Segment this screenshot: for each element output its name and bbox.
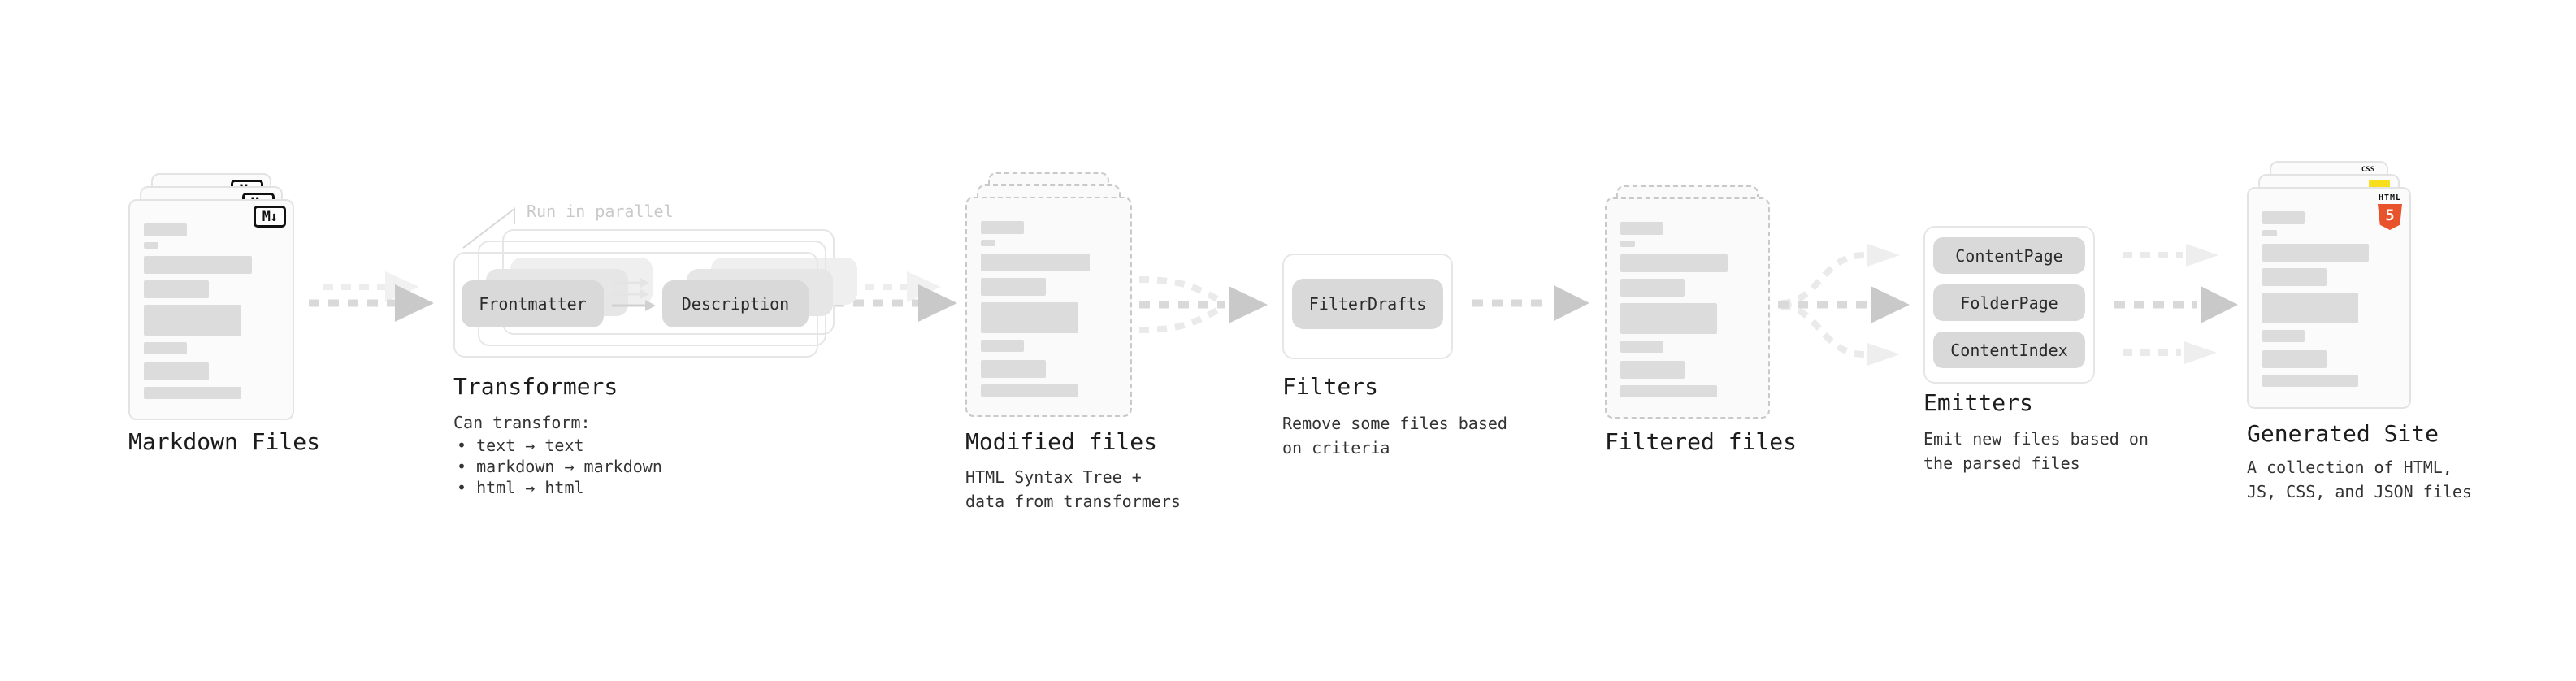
html5-logo-icon: HTML 5 xyxy=(2378,194,2402,230)
placeholder-bar xyxy=(1620,254,1728,272)
stage-label-emitters: Emitters xyxy=(1923,389,2033,416)
text-placeholder-bars xyxy=(1620,222,1754,397)
transformers-description: Can transform: xyxy=(453,413,591,432)
placeholder-bar xyxy=(144,342,188,354)
html5-logo-word: HTML xyxy=(2378,193,2402,202)
filters-description: Remove some files based on criteria xyxy=(1282,414,1507,458)
markdown-file-card-front: M↓ xyxy=(128,199,294,420)
description-pill: Description xyxy=(662,280,809,327)
bullet-item: • text → text xyxy=(457,436,584,455)
placeholder-bar xyxy=(144,223,188,236)
placeholder-bar xyxy=(2262,230,2278,236)
placeholder-bar xyxy=(2262,293,2359,323)
placeholder-bar xyxy=(144,242,159,249)
placeholder-bar xyxy=(981,302,1079,333)
placeholder-bar xyxy=(144,256,252,274)
placeholder-bar xyxy=(981,278,1047,296)
parallel-arrows-frontmatter-to-description xyxy=(612,278,656,311)
text-placeholder-bars xyxy=(144,223,279,399)
placeholder-bar xyxy=(981,340,1025,352)
arrow-filtered-to-emitters-diverging xyxy=(1778,244,1910,366)
placeholder-bar xyxy=(1620,385,1717,397)
contentindex-pill: ContentIndex xyxy=(1933,332,2085,368)
placeholder-bar xyxy=(144,387,241,399)
arrow-modified-to-filters-converging xyxy=(1138,276,1268,333)
placeholder-bar xyxy=(981,384,1079,397)
markdown-icon: M↓ xyxy=(254,206,286,228)
placeholder-bar xyxy=(2262,375,2359,387)
placeholder-bar xyxy=(1620,241,1636,247)
arrows-emitters-to-generated xyxy=(2114,244,2238,364)
placeholder-bar xyxy=(2262,350,2327,368)
generated-file-card-html: HTML 5 xyxy=(2247,187,2411,409)
placeholder-bar xyxy=(144,280,209,298)
contentpage-pill: ContentPage xyxy=(1933,237,2085,274)
bullet-item: • html → html xyxy=(457,478,584,497)
placeholder-bar xyxy=(144,362,209,380)
modified-files-description: HTML Syntax Tree + data from transformer… xyxy=(965,467,1181,511)
placeholder-bar xyxy=(2262,244,2370,262)
placeholder-bar xyxy=(1620,279,1685,297)
arrow-filters-to-filtered xyxy=(1472,285,1589,321)
arrow-transformers-to-modified xyxy=(834,271,957,322)
placeholder-bar xyxy=(2262,211,2305,224)
placeholder-bar xyxy=(1620,340,1663,353)
modified-file-card-front xyxy=(965,197,1132,417)
run-in-parallel-annotation: Run in parallel xyxy=(527,202,674,221)
placeholder-bar xyxy=(981,221,1025,234)
placeholder-bar xyxy=(1620,222,1663,235)
filterdrafts-pill: FilterDrafts xyxy=(1292,279,1443,329)
filtered-file-card-front xyxy=(1605,197,1770,419)
text-placeholder-bars xyxy=(981,221,1117,397)
bullet-item: • markdown → markdown xyxy=(457,457,662,476)
arrow-markdown-to-transformers xyxy=(309,271,434,322)
run-in-parallel-leader-line xyxy=(462,206,515,249)
css-icon-label: CSS xyxy=(2361,166,2375,174)
stage-label-markdown-files: Markdown Files xyxy=(128,428,321,455)
generated-site-description: A collection of HTML, JS, CSS, and JSON … xyxy=(2247,458,2472,501)
stage-label-generated-site: Generated Site xyxy=(2247,420,2439,447)
emitters-description: Emit new files based on the parsed files xyxy=(1923,429,2149,473)
folderpage-pill: FolderPage xyxy=(1933,284,2085,321)
stage-label-transformers: Transformers xyxy=(453,373,618,400)
text-placeholder-bars xyxy=(2262,211,2396,387)
placeholder-bar xyxy=(981,240,996,246)
placeholder-bar xyxy=(981,360,1047,378)
html5-logo-shield: 5 xyxy=(2378,204,2402,230)
placeholder-bar xyxy=(1620,361,1685,379)
placeholder-bar xyxy=(1620,303,1717,334)
placeholder-bar xyxy=(144,305,241,336)
transformer-layer-front xyxy=(453,252,818,358)
placeholder-bar xyxy=(2262,330,2305,342)
transformers-bullet-list: • text → text • markdown → markdown • ht… xyxy=(457,435,662,498)
frontmatter-pill: Frontmatter xyxy=(462,280,604,327)
placeholder-bar xyxy=(2262,268,2327,286)
stage-label-filters: Filters xyxy=(1282,373,1379,400)
placeholder-bar xyxy=(981,254,1090,271)
stage-label-filtered-files: Filtered files xyxy=(1605,428,1798,455)
stage-label-modified-files: Modified files xyxy=(965,428,1158,455)
